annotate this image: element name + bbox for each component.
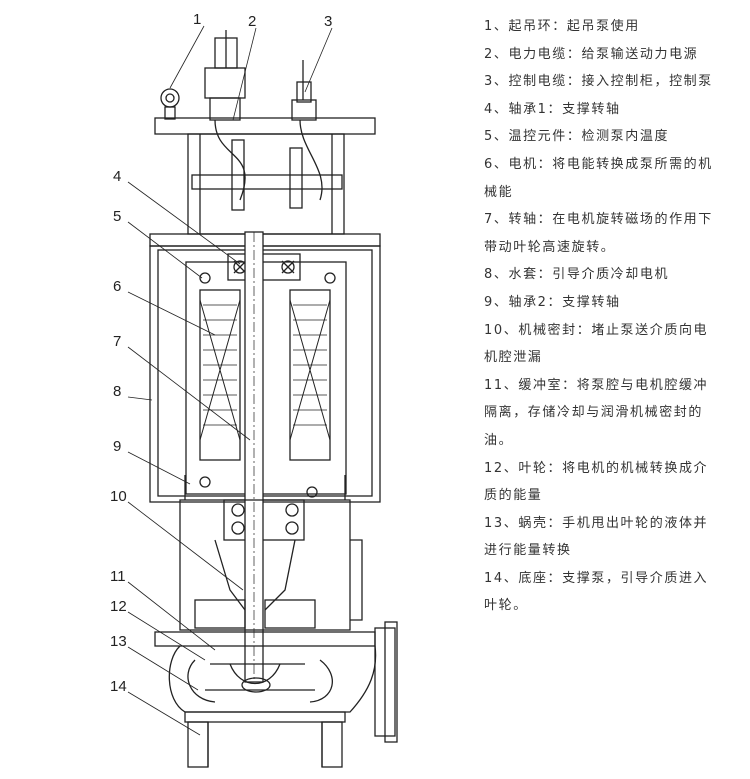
legend-item: 12、叶轮：将电机的机械转换成介质的能量 [484, 460, 709, 504]
base [184, 711, 346, 768]
oil-chamber [179, 475, 363, 631]
legend-item: 8、水套：引导介质冷却电机 [484, 267, 670, 283]
legend-item: 3、控制电缆：接入控制柜，控制泵 [484, 74, 713, 90]
top-cover [154, 117, 376, 235]
impeller [205, 663, 315, 693]
part-number-7: 7 [113, 333, 121, 350]
legend-item: 7、转轴：在电机旋转磁场的作用下带动叶轮高速旋转。 [484, 212, 713, 255]
part-number-10: 10 [110, 488, 127, 505]
part-number-6: 6 [113, 278, 121, 295]
legend-item: 6、电机：将电能转换成泵所需的机械能 [484, 156, 713, 200]
bearing-1 [227, 253, 301, 281]
part-number-12: 12 [110, 598, 127, 615]
part-numbers: 1 2 3 4 5 6 7 8 9 10 11 12 13 14 [110, 11, 332, 695]
part-number-5: 5 [113, 208, 121, 225]
legend-item: 2、电力电缆：给泵输送动力电源 [484, 46, 699, 62]
leader-lines [127, 25, 333, 736]
part-number-14: 14 [110, 678, 127, 695]
legend-item: 11、缓冲室：将泵腔与电机腔缓冲隔离，存储冷却与润滑机械密封的油。 [484, 377, 709, 448]
water-jacket [149, 233, 381, 503]
pump-cross-section-diagram: 1 2 3 4 5 6 7 8 9 10 11 12 13 14 [110, 11, 398, 768]
part-number-4: 4 [113, 168, 121, 185]
legend-item: 13、蜗壳：手机甩出叶轮的液体并进行能量转换 [484, 515, 709, 559]
part-number-11: 11 [110, 568, 126, 585]
power-cable [204, 30, 246, 121]
part-number-1: 1 [193, 11, 201, 28]
legend-item: 14、底座：支撑泵，引导介质进入叶轮。 [484, 570, 709, 614]
control-cable [291, 60, 317, 121]
legend-item: 1、起吊环：起吊泵使用 [484, 19, 640, 34]
legend-item: 10、机械密封：堵止泵送介质向电机腔泄漏 [484, 322, 709, 366]
part-number-8: 8 [113, 383, 121, 400]
part-number-3: 3 [324, 13, 332, 30]
part-number-2: 2 [248, 13, 256, 30]
volute [154, 621, 398, 743]
legend-item: 5、温控元件：检测泵内温度 [484, 129, 670, 145]
part-number-13: 13 [110, 633, 127, 650]
part-number-9: 9 [113, 438, 121, 455]
motor-stator [185, 261, 347, 498]
parts-legend: 1、起吊环：起吊泵使用 2、电力电缆：给泵输送动力电源 3、控制电缆：接入控制柜… [484, 13, 718, 620]
shaft [244, 231, 264, 683]
legend-item: 9、轴承2：支撑转轴 [484, 294, 621, 310]
lifting-ring [160, 88, 180, 120]
legend-item: 4、轴承1：支撑转轴 [484, 101, 621, 117]
bearing-2 [223, 499, 305, 541]
